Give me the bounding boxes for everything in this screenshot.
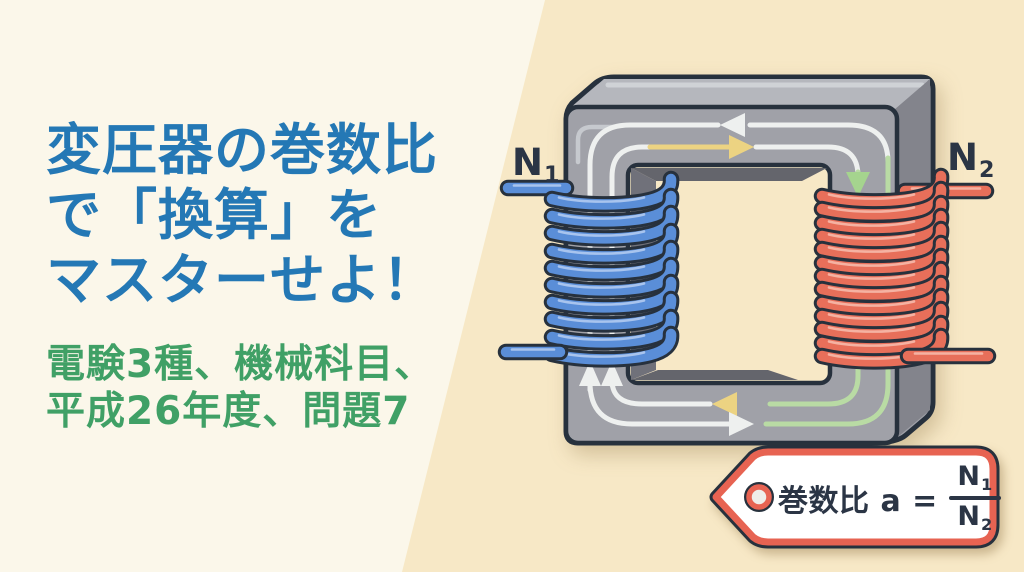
primary-winding-label: N1 (512, 141, 560, 188)
tag-hole-icon (744, 482, 774, 512)
flux-arrows (575, 113, 891, 436)
flux-arrow-down-icon (846, 172, 870, 197)
title-line-2: で「換算」を (46, 183, 383, 247)
flux-arrow-left-icon (712, 392, 737, 416)
title-line-3: マスターせよ！ (46, 248, 439, 312)
title-line-1: 変圧器の巻数比 (46, 118, 439, 182)
flux-arrow-up-icon (579, 361, 601, 386)
exam-subtitle: 電験3種、機械科目、 平成26年度、問題7 (46, 341, 434, 435)
subtitle-line-1: 電験3種、機械科目、 (46, 342, 435, 387)
flux-arrow-right-icon (729, 135, 754, 159)
turns-ratio-label: 巻数比 a = (778, 484, 938, 519)
page-title: 変圧器の巻数比 で「換算」を マスターせよ！ (46, 118, 438, 313)
flux-arrow-up-icon (601, 361, 623, 386)
secondary-coil (822, 176, 997, 361)
flux-arrow-right-icon (729, 412, 754, 436)
secondary-winding-label: N2 (947, 136, 995, 183)
primary-coil (497, 179, 671, 359)
subtitle-line-2: 平成26年度、問題7 (46, 389, 411, 434)
flux-arrow-left-icon (720, 113, 745, 137)
fraction-numerator: N1 (957, 460, 993, 494)
turns-ratio-fraction: N1 N2 (948, 460, 1001, 534)
turns-ratio-formula: 巻数比 a = N1 N2 (778, 455, 1001, 541)
fraction-denominator: N2 (957, 501, 993, 534)
fraction-bar (948, 496, 1001, 500)
